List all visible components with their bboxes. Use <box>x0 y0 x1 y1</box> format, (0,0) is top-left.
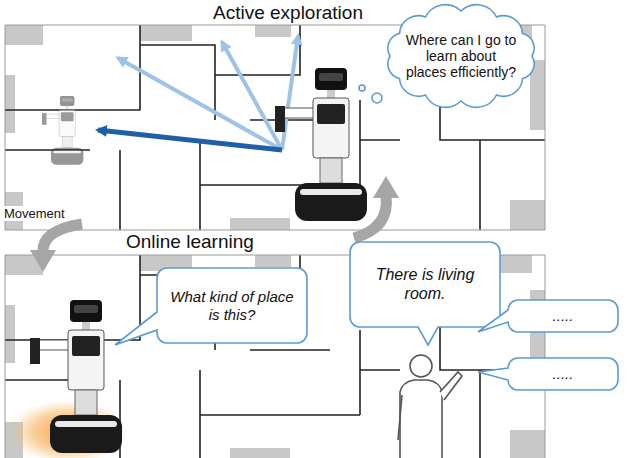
section-label: Online learning <box>126 231 254 252</box>
person <box>440 372 462 400</box>
thought-dot <box>359 85 382 103</box>
speech-bubble: ..... <box>508 358 618 390</box>
bubble-text: ..... <box>553 365 574 382</box>
cycle-arrow <box>43 224 82 252</box>
text-area: What kind of place is this? <box>167 276 297 335</box>
bubble-outline <box>388 5 534 108</box>
robot <box>30 300 122 453</box>
exploration-arrow <box>98 36 298 150</box>
bubble-outline <box>115 268 307 345</box>
bubble-text: ..... <box>553 307 574 324</box>
cycle-arrow <box>354 196 386 238</box>
bubble-outline <box>478 300 618 332</box>
cycle-arrow <box>373 176 399 198</box>
exploration-arrow <box>282 36 298 150</box>
thought-dot <box>372 93 382 103</box>
exploration-arrow <box>98 130 282 150</box>
text-area: ..... <box>516 304 610 328</box>
cycle-arrow <box>30 250 56 272</box>
speech-bubble: ..... <box>508 300 618 332</box>
bubble-text: There is living room. <box>362 266 488 303</box>
bubble-text: What kind of place is this? <box>167 288 297 323</box>
robot <box>275 68 367 221</box>
section-label: Movement <box>2 206 67 221</box>
text-area: There is living room. <box>362 250 488 319</box>
section-label: Active exploration <box>213 2 363 23</box>
text-area: Where can I go to learn about places eff… <box>405 22 517 90</box>
person <box>398 395 402 440</box>
thought-dot <box>359 85 365 91</box>
cycle-arrow <box>30 176 399 272</box>
bubble-outline <box>350 242 500 345</box>
ghost-robot <box>42 96 83 165</box>
floor-map <box>5 25 545 230</box>
exploration-arrow <box>222 42 282 150</box>
person <box>398 355 462 458</box>
section-label: Movement <box>2 204 67 222</box>
ghost-robot <box>42 96 83 165</box>
speech-bubble: What kind of place is this? <box>157 268 307 343</box>
bubble-outline <box>478 358 618 390</box>
person <box>400 380 442 458</box>
text-area: ..... <box>516 362 610 386</box>
bubble-text: Where can I go to learn about places eff… <box>405 32 517 80</box>
person <box>410 355 432 377</box>
section-label: Online learning <box>126 231 254 253</box>
section-label: Active exploration <box>213 2 363 24</box>
speech-bubble: There is living room. <box>350 242 500 327</box>
thought-cloud: Where can I go to learn about places eff… <box>381 2 541 110</box>
